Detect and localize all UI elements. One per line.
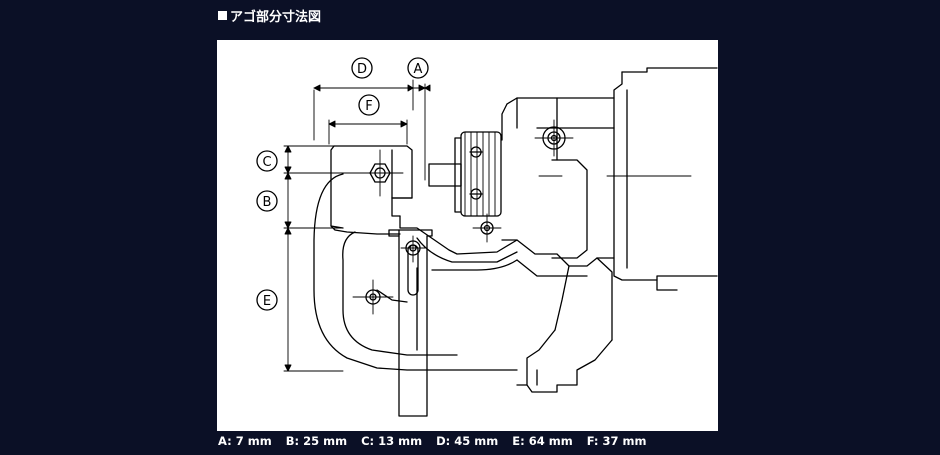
jaw-dimension-drawing: D A F C B E <box>256 57 718 417</box>
dimension-label: F: <box>586 434 599 448</box>
dimension-label: C: <box>361 434 375 448</box>
punch-bar <box>388 229 433 417</box>
callout-E: E <box>256 289 278 311</box>
square-bullet-icon <box>218 11 227 20</box>
tool-body-outline <box>501 67 718 393</box>
callout-E-label: E <box>263 294 271 309</box>
adjuster-gear <box>428 131 502 217</box>
page-title: アゴ部分寸法図 <box>218 6 321 25</box>
dimension-value: 45 mm <box>454 434 499 448</box>
bolt-holes <box>352 119 692 315</box>
dimension-value: 64 mm <box>528 434 573 448</box>
dimension-value: 37 mm <box>602 434 647 448</box>
jaw-frame <box>313 145 518 371</box>
dimension-value: 13 mm <box>378 434 423 448</box>
dimension-item-D: D: 45 mm <box>436 434 498 448</box>
dimension-item-B: B: 25 mm <box>286 434 347 448</box>
callout-F-label: F <box>365 99 372 114</box>
callout-B: B <box>256 190 278 212</box>
callout-D: D <box>351 57 373 79</box>
callout-D-label: D <box>357 62 367 77</box>
callout-F: F <box>358 94 380 116</box>
callout-C: C <box>256 150 278 172</box>
dimension-item-E: E: 64 mm <box>512 434 572 448</box>
dimension-item-C: C: 13 mm <box>361 434 422 448</box>
callout-C-label: C <box>262 155 271 170</box>
dimension-label: E: <box>512 434 525 448</box>
dimension-value: 7 mm <box>235 434 272 448</box>
diagram-panel: D A F C B E <box>217 40 718 431</box>
callout-A-label: A <box>414 62 423 77</box>
dimension-legend: A: 7 mm B: 25 mm C: 13 mm D: 45 mm E: 64… <box>218 434 647 448</box>
page-title-text: アゴ部分寸法図 <box>230 10 322 25</box>
dimension-label: B: <box>285 434 300 448</box>
dimension-lines <box>283 79 431 372</box>
callout-A: A <box>407 57 429 79</box>
callout-B-label: B <box>263 195 272 210</box>
dimension-label: A: <box>218 434 232 448</box>
dimension-item-F: F: 37 mm <box>587 434 647 448</box>
dimension-label: D: <box>436 434 451 448</box>
dimension-item-A: A: 7 mm <box>218 434 272 448</box>
dimension-value: 25 mm <box>303 434 348 448</box>
